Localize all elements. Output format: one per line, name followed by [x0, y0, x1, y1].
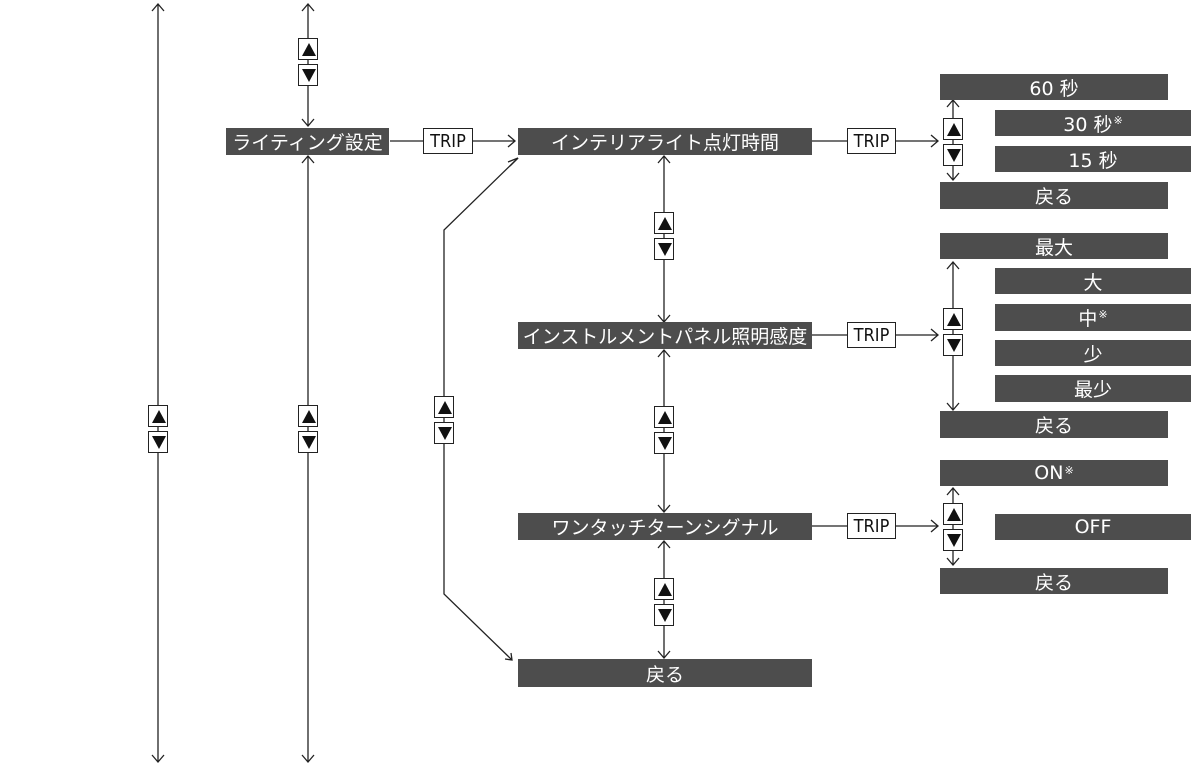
up-triangle-icon [434, 396, 454, 418]
option-on: ON※ [940, 460, 1168, 486]
down-triangle-icon [943, 334, 963, 356]
option-30-seconds: 30 秒※ [995, 110, 1191, 136]
option-mid: 中※ [995, 304, 1191, 331]
option-small: 少 [995, 340, 1191, 366]
down-triangle-icon [298, 64, 318, 86]
down-triangle-icon [434, 422, 454, 444]
option-15-label: 15 秒 [1068, 149, 1118, 172]
default-mark: ※ [1113, 113, 1123, 127]
trip-text: TRIP [853, 515, 890, 537]
up-triangle-icon [943, 308, 963, 330]
option-60-label: 60 秒 [1029, 77, 1079, 100]
option-off-label: OFF [1074, 516, 1112, 538]
interior-back-item: 戻る [940, 182, 1168, 209]
option-30-label: 30 秒 [1063, 113, 1113, 136]
down-triangle-icon [943, 529, 963, 551]
interior-back-label: 戻る [1034, 186, 1073, 208]
option-max-label: 最大 [1034, 236, 1073, 259]
main-back-item: 戻る [518, 659, 812, 687]
panel-back-label: 戻る [1034, 415, 1073, 437]
trip-button-label: TRIP [847, 322, 896, 348]
down-triangle-icon [654, 432, 674, 454]
trip-button-label: TRIP [423, 128, 473, 154]
option-large-label: 大 [1083, 271, 1103, 294]
panel-back-item: 戻る [940, 411, 1168, 438]
lighting-settings-item: ライティング設定 [226, 128, 389, 155]
turn-signal-label: ワンタッチターンシグナル [551, 517, 779, 539]
up-triangle-icon [654, 578, 674, 600]
trip-text: TRIP [853, 130, 890, 152]
option-60-seconds: 60 秒 [940, 74, 1168, 100]
option-small-label: 少 [1083, 343, 1103, 366]
panel-sensitivity-label: インストルメントパネル照明感度 [522, 326, 808, 348]
option-max: 最大 [940, 233, 1168, 259]
signal-back-item: 戻る [940, 568, 1168, 594]
option-mid-label: 中 [1078, 308, 1098, 330]
down-triangle-icon [148, 431, 168, 453]
lighting-settings-label: ライティング設定 [232, 132, 383, 154]
panel-sensitivity-item: インストルメントパネル照明感度 [518, 322, 812, 349]
down-triangle-icon [943, 144, 963, 166]
trip-button-label: TRIP [847, 128, 896, 154]
option-off: OFF [995, 514, 1191, 540]
up-triangle-icon [943, 503, 963, 525]
trip-button-label: TRIP [847, 513, 896, 539]
up-triangle-icon [654, 406, 674, 428]
option-large: 大 [995, 268, 1191, 294]
down-triangle-icon [654, 238, 674, 260]
down-triangle-icon [298, 431, 318, 453]
up-triangle-icon [298, 38, 318, 60]
trip-text: TRIP [430, 130, 466, 152]
interior-light-time-item: インテリアライト点灯時間 [518, 128, 812, 155]
interior-light-time-label: インテリアライト点灯時間 [550, 132, 779, 154]
trip-text: TRIP [853, 324, 890, 346]
down-triangle-icon [654, 604, 674, 626]
main-back-label: 戻る [645, 663, 684, 686]
signal-back-label: 戻る [1034, 571, 1073, 594]
option-15-seconds: 15 秒 [995, 146, 1191, 172]
up-triangle-icon [654, 212, 674, 234]
option-min: 最少 [995, 375, 1191, 402]
default-mark: ※ [1098, 308, 1108, 321]
option-min-label: 最少 [1073, 379, 1112, 401]
turn-signal-item: ワンタッチターンシグナル [518, 513, 812, 540]
default-mark: ※ [1064, 463, 1074, 477]
up-triangle-icon [298, 405, 318, 427]
option-on-label: ON [1034, 462, 1064, 484]
up-triangle-icon [943, 118, 963, 140]
up-triangle-icon [148, 405, 168, 427]
